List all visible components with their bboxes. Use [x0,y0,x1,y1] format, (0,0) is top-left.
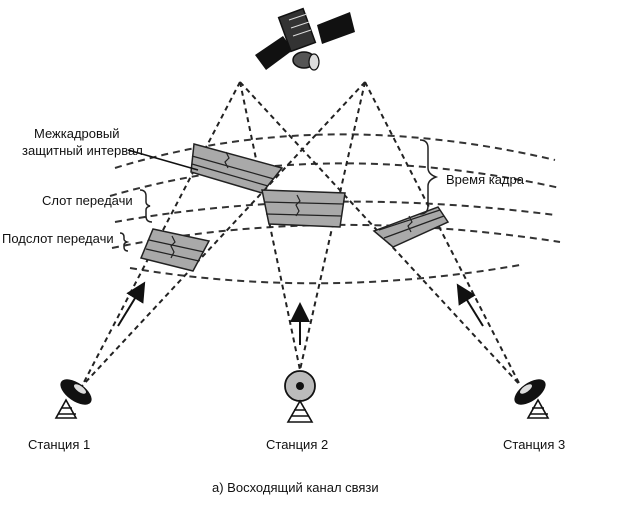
slot-block-right [372,206,450,248]
slot-block-left-top [190,143,284,194]
slot-brace [139,189,153,223]
figure-caption: а) Восходящий канал связи [212,480,379,495]
slot-block-center [261,189,346,228]
dish-antenna-icon [54,379,92,419]
subslot-brace [119,232,130,252]
transmission-slot-label: Слот передачи [42,193,133,208]
frame-time-brace [419,139,439,215]
uplink-arrow-1 [117,281,146,327]
guard-interval-leader [127,149,199,171]
satellite-icon [255,7,355,71]
station-3-label: Станция 3 [503,437,565,452]
guard-interval-label-line2: защитный интервал [22,143,143,158]
frame-time-label: Время кадра [446,172,525,187]
station-1-label: Станция 1 [28,437,90,452]
transmission-subslot-label: Подслот передачи [2,231,114,246]
dish-antenna-icon [514,379,550,419]
uplink-arrow-3 [456,283,484,327]
slot-block-left-bottom [139,228,211,272]
station-2-label: Станция 2 [266,437,328,452]
dish-antenna-icon [284,370,316,423]
guard-interval-label-line1: Межкадровый [34,126,120,141]
